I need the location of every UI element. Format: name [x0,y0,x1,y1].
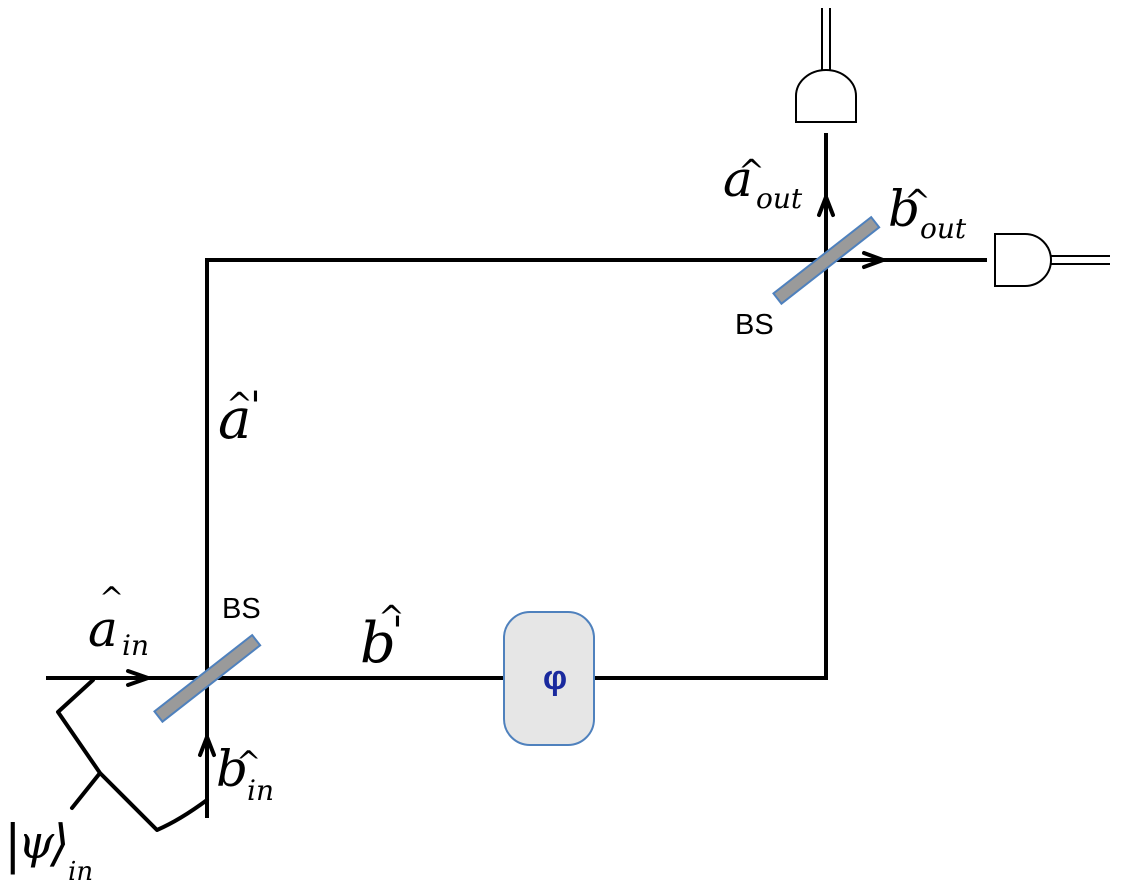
label-b-in: ^ b in [216,740,274,807]
svg-text:⟩: ⟩ [49,814,70,872]
svg-text:ψ: ψ [18,815,55,869]
label-b-prime: ^ b ' [360,598,405,676]
beam-splitter-input [153,633,262,724]
beam-splitter-label-output: BS [735,309,774,341]
beam-splitter-output [772,215,881,306]
svg-text:a: a [218,387,251,452]
svg-text:b: b [216,740,248,798]
arrow-b-out [862,251,885,269]
svg-text:in: in [247,774,274,807]
svg-text:|: | [4,815,22,875]
detector-right [994,233,1110,287]
arrow-a-out [817,195,835,217]
svg-text:b: b [888,180,920,238]
svg-text:out: out [756,182,803,215]
label-b-out: ^ b out [888,180,967,245]
direction-arrows [126,195,885,757]
svg-text:out: out [920,212,967,245]
phase-label: φ [543,659,567,697]
svg-text:a: a [723,150,753,208]
svg-text:a: a [88,600,118,658]
input-state-bracket [56,678,209,832]
label-a-prime: ^ a ' [218,384,261,452]
label-a-in: ^ a in [88,581,149,662]
svg-text:^: ^ [378,598,405,636]
phase-shifter: φ [503,611,595,746]
svg-text:^: ^ [236,745,261,780]
svg-text:^: ^ [226,385,253,423]
arrow-b-in [198,735,216,757]
svg-text:^: ^ [738,152,765,190]
label-psi-in: | ψ ⟩ in [4,814,93,886]
svg-text:in: in [122,629,149,662]
optical-paths [46,133,987,818]
svg-text:^: ^ [99,581,124,616]
svg-text:in: in [68,857,93,886]
arrow-a-in [126,669,150,687]
detector-top [795,8,857,123]
svg-text:': ' [392,609,403,655]
svg-text:': ' [250,384,261,430]
beam-splitter-label-input: BS [222,593,261,625]
svg-text:^: ^ [904,182,931,220]
svg-text:b: b [360,611,396,676]
label-a-out: ^ a out [723,150,803,215]
